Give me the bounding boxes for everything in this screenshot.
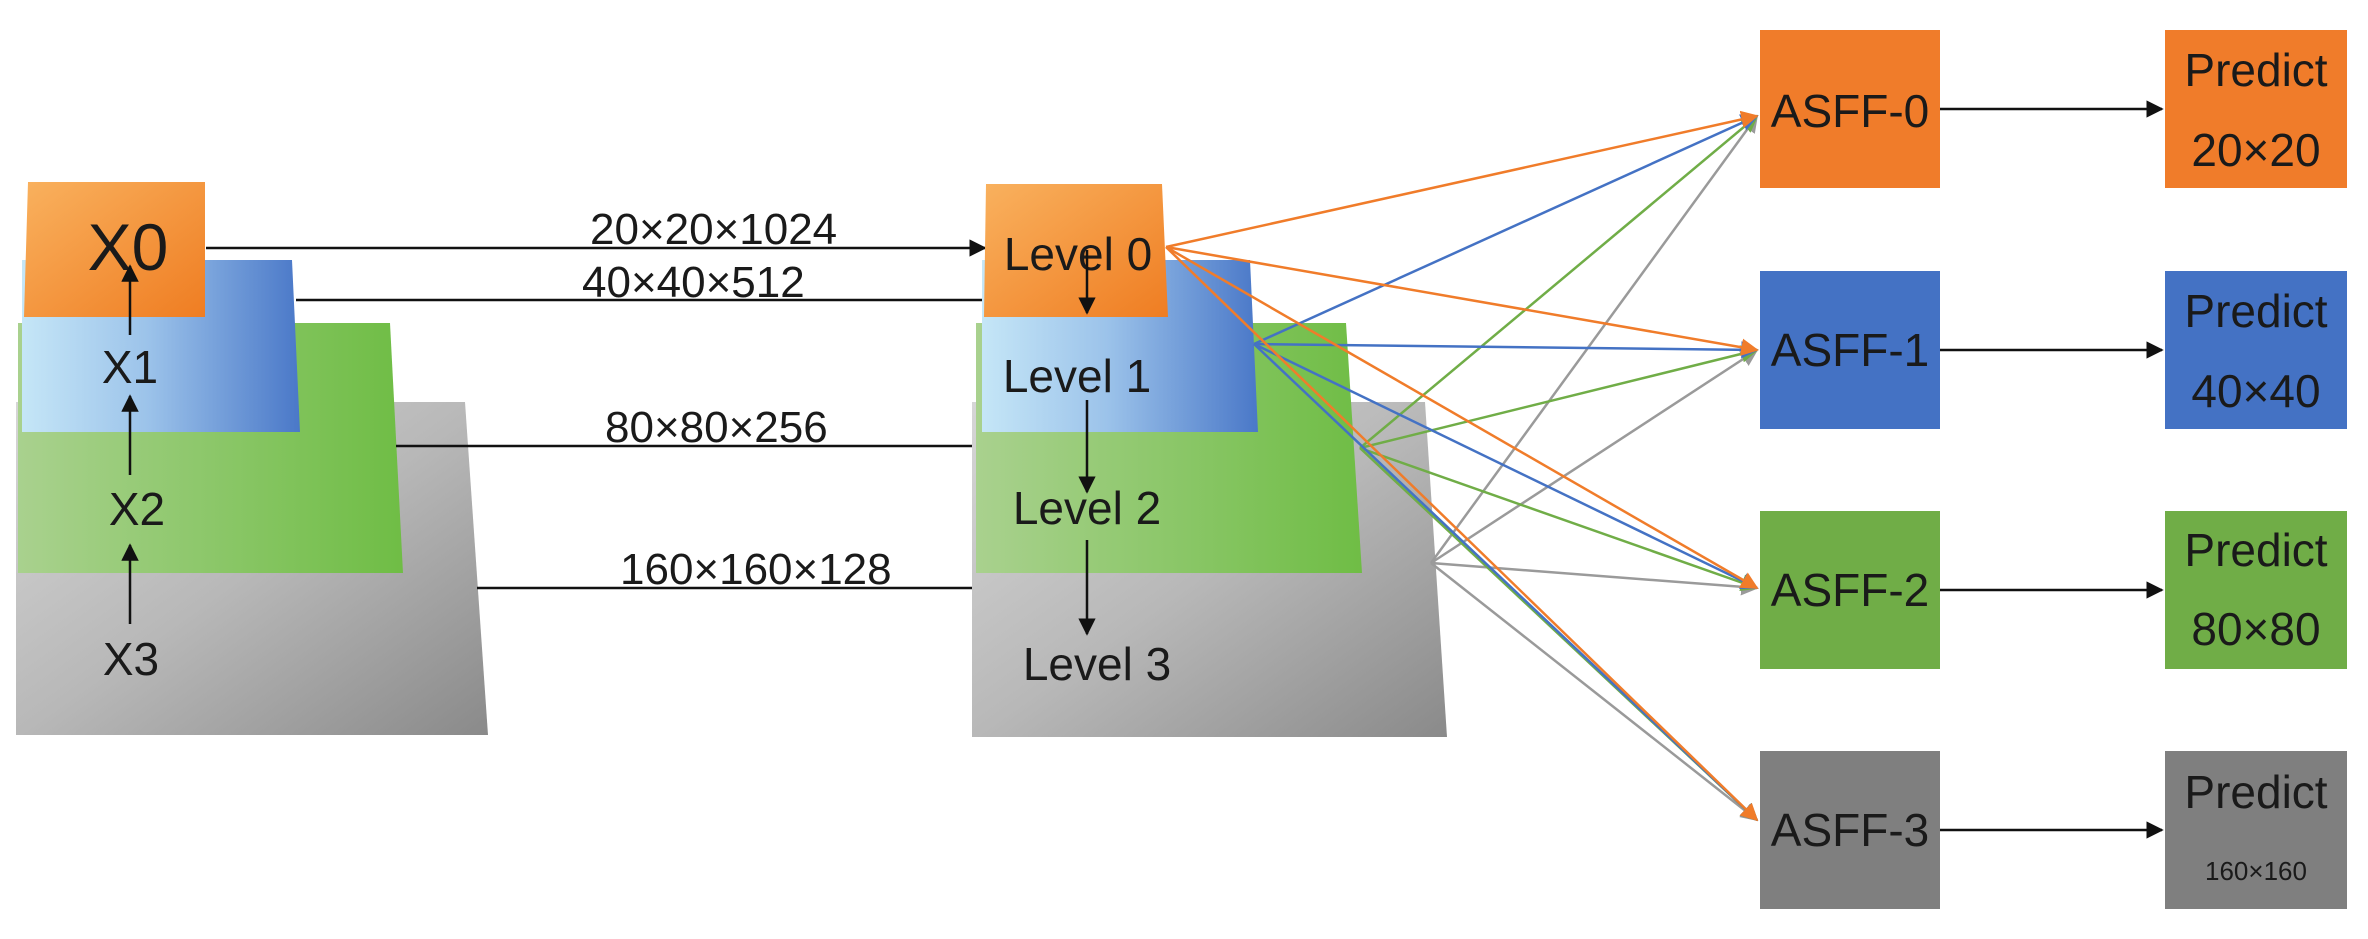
x1-label: X1: [102, 341, 158, 393]
asff3-label: ASFF-3: [1771, 804, 1929, 856]
conn-label-1: 40×40×512: [582, 258, 805, 307]
conn-label-0: 20×20×1024: [590, 205, 837, 254]
l3-to-asff2: [1430, 561, 1759, 596]
level3-label: Level 3: [1023, 638, 1171, 690]
predict2-title: Predict: [2184, 524, 2327, 576]
l0-to-asff0: [1165, 110, 1759, 249]
level0-label: Level 0: [1004, 228, 1152, 280]
conn-label-3: 160×160×128: [620, 545, 892, 594]
asff0-label: ASFF-0: [1771, 85, 1929, 137]
backbone-stack: X0 X1 X2 X3: [16, 182, 488, 735]
predict3-title: Predict: [2184, 766, 2327, 818]
l2-to-asff2: [1359, 446, 1759, 592]
asff2-box: [1760, 511, 1940, 669]
predict1-title: Predict: [2184, 285, 2327, 337]
predict1-size: 40×40: [2191, 365, 2320, 417]
predict2-box: [2165, 511, 2347, 669]
fusion-lines: [1165, 110, 1759, 822]
l1-to-asff3: [1253, 343, 1759, 822]
l1-to-asff2: [1253, 342, 1759, 590]
conn-label-2: 80×80×256: [605, 403, 828, 452]
level1-label: Level 1: [1003, 350, 1151, 402]
asff-column: ASFF-0 ASFF-1 ASFF-2 ASFF-3: [1760, 30, 1940, 909]
predict3-box: [2165, 751, 2347, 909]
x0-block: [24, 182, 205, 317]
predict0-box: [2165, 30, 2347, 188]
l3-to-asff1: [1430, 348, 1759, 565]
l3-to-asff3: [1430, 562, 1759, 822]
l0-to-asff2: [1165, 245, 1759, 590]
predict0-title: Predict: [2184, 44, 2327, 96]
l1-to-asff0: [1253, 114, 1759, 346]
asff2-label: ASFF-2: [1771, 564, 1929, 616]
l2-to-asff0: [1359, 114, 1759, 449]
asff1-label: ASFF-1: [1771, 324, 1929, 376]
x2-label: X2: [109, 483, 165, 535]
l0-to-asff3: [1165, 246, 1759, 822]
predict0-size: 20×20: [2191, 124, 2320, 176]
x3-label: X3: [103, 633, 159, 685]
predict-column: Predict 20×20 Predict 40×40 Predict 80×8…: [2165, 30, 2347, 909]
l3-to-asff0: [1429, 114, 1759, 564]
predict-arrows: [1940, 100, 2164, 839]
predict1-box: [2165, 271, 2347, 429]
predict3-size: 160×160: [2205, 856, 2307, 886]
predict2-size: 80×80: [2191, 603, 2320, 655]
asff3-box: [1760, 751, 1940, 909]
l0-to-asff1: [1165, 245, 1759, 356]
level-stack: Level 0 Level 1 Level 2 Level 3: [972, 184, 1447, 737]
l2-to-asff1: [1359, 345, 1759, 450]
asff0-box: [1760, 30, 1940, 188]
asff1-box: [1760, 271, 1940, 429]
level0-block: [984, 184, 1168, 317]
x0-label: X0: [88, 210, 169, 284]
